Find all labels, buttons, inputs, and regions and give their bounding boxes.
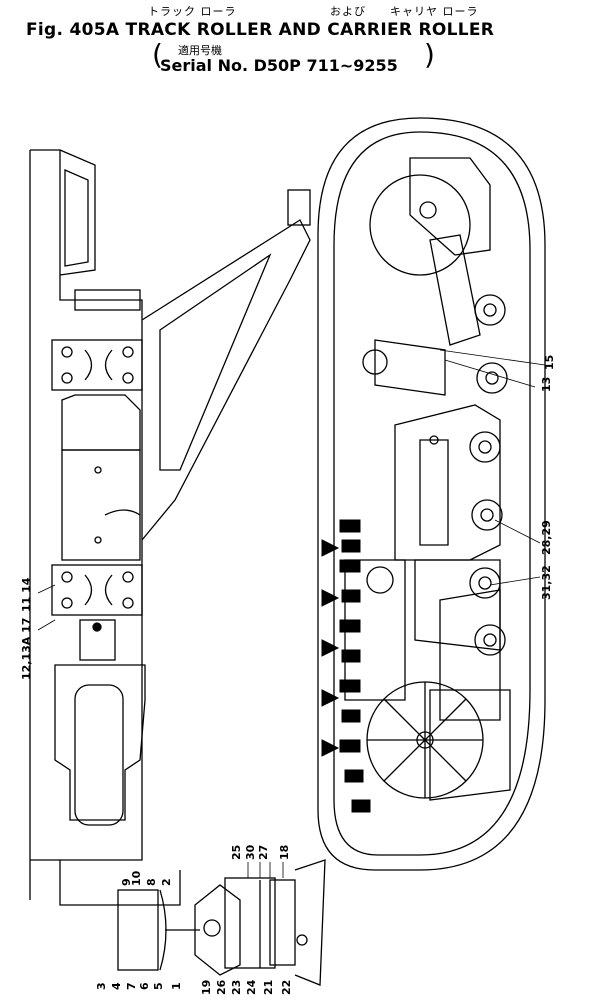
serial-number: Serial No. D50P 711~9255 [160, 56, 398, 75]
ja-carrier-roller-label: キャリヤ ローラ [390, 5, 479, 18]
callout-11-14: 11 14 [20, 577, 33, 612]
roller-section-detail [117, 859, 326, 986]
callout-12-13a-17: 12,13A 17 [20, 618, 33, 680]
callout-24: 24 [245, 979, 258, 995]
left-paren: ( [152, 38, 163, 71]
ja-and-label: および [330, 5, 366, 18]
callout-7: 7 [125, 982, 138, 990]
callout-18: 18 [278, 845, 291, 860]
track-frame-plan-view [29, 149, 311, 906]
callout-1: 1 [170, 982, 183, 990]
right-paren: ) [424, 38, 435, 71]
figure-title: Fig. 405A TRACK ROLLER AND CARRIER ROLLE… [26, 20, 495, 40]
track-chain-side-view [317, 117, 546, 871]
callout-23: 23 [230, 980, 243, 995]
leader-lines [37, 349, 546, 878]
callout-25: 25 [230, 845, 243, 860]
callout-2: 2 [160, 878, 173, 886]
callout-22: 22 [280, 980, 293, 995]
callout-21: 21 [262, 980, 275, 995]
callout-5: 5 [152, 982, 165, 990]
callout-9: 9 [120, 878, 133, 886]
callout-10: 10 [130, 870, 143, 886]
callout-19: 19 [200, 980, 213, 995]
callout-labels: 15 13 28,29 31,32 11 14 12,13A 17 25 30 … [20, 355, 556, 995]
callout-30: 30 [244, 844, 257, 860]
callout-4: 4 [110, 982, 123, 990]
callout-28-29: 28,29 [540, 520, 553, 555]
callout-27: 27 [257, 845, 270, 860]
callout-6: 6 [138, 982, 151, 990]
callout-13: 13 [540, 377, 553, 392]
track-shoes [321, 519, 371, 813]
callout-8: 8 [145, 878, 158, 886]
callout-26: 26 [215, 979, 228, 995]
callout-15: 15 [543, 355, 556, 370]
callout-3: 3 [95, 982, 108, 990]
callout-31-32: 31,32 [540, 565, 553, 600]
track-rollers [469, 294, 508, 656]
ja-applicable-label: 適用号機 [178, 44, 222, 57]
ja-track-roller-label: トラック ローラ [148, 5, 237, 18]
